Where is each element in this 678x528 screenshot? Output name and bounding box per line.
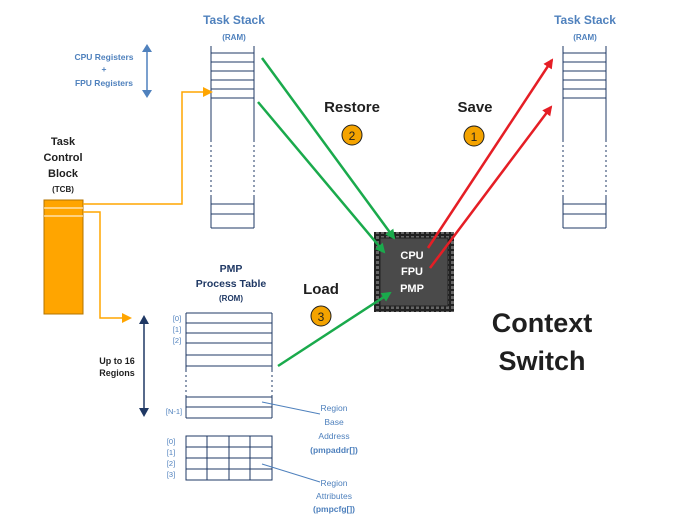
restore-badge: 2 [341,124,363,146]
chip-cpu-label: CPU [400,250,423,262]
region-base-callout [261,401,321,415]
region-attr-line1: Region [321,478,348,488]
registers-range-arrow [142,44,152,98]
load-badge: 3 [310,305,332,327]
load-arrow [277,291,392,368]
pmp-index-n-1: [N-1] [166,407,182,416]
region-base-line2: Base [324,417,344,427]
region-base-line3: Address [318,431,349,441]
cfg-index-1: [1] [167,448,175,457]
restore-arrow-2 [257,101,386,254]
tcb-to-stack-link [83,87,213,205]
pmp-title-line2: Process Table [196,278,267,290]
headline-line1: Context [492,308,593,338]
regions-line2: Regions [99,368,135,378]
load-label: Load [303,281,339,298]
tcb-to-pmp-link [83,211,132,323]
load-badge-number: 3 [318,310,325,324]
cfg-index-0: [0] [167,437,175,446]
cfg-index-2: [2] [167,459,175,468]
cfg-index-3: [3] [167,470,175,479]
chip-fpu-label: FPU [401,266,423,278]
right-stack-subtitle: (RAM) [573,33,597,42]
registers-line3: FPU Registers [75,78,133,88]
region-base-line4: (pmpaddr[]) [310,445,358,455]
headline-line2: Switch [498,346,585,376]
right-stack-title: Task Stack [554,13,616,27]
left-stack-title: Task Stack [203,13,265,27]
region-attr-line3: (pmpcfg[]) [313,504,355,514]
regions-line1: Up to 16 [99,356,135,366]
tcb-line3: Block [48,168,79,180]
tcb-line1: Task [51,136,76,148]
save-label: Save [457,99,492,116]
restore-arrow-1 [260,57,396,240]
save-arrow-2 [429,105,553,269]
pmp-index-2: [2] [173,336,181,345]
tcb-block [43,199,84,315]
save-arrow-1 [426,58,554,249]
restore-label: Restore [324,99,380,116]
tcb-line4: (TCB) [52,185,74,194]
pmp-title-line1: PMP [220,263,243,275]
right-stack [562,46,607,229]
region-attr-callout [261,463,321,483]
region-base-line1: Region [321,403,348,413]
pmp-table [185,312,273,419]
tcb-line2: Control [43,152,82,164]
registers-line1: CPU Registers [74,52,133,62]
chip-pmp-label: PMP [400,283,424,295]
pmp-index-1: [1] [173,325,181,334]
left-stack-subtitle: (RAM) [222,33,246,42]
pmp-index-0: [0] [173,314,181,323]
regions-range-arrow [139,315,149,417]
left-stack [210,46,255,229]
save-badge-number: 1 [471,130,478,144]
pmp-title-line3: (ROM) [219,294,243,303]
save-badge: 1 [463,125,485,147]
cpu-chip: CPU FPU PMP [374,232,454,312]
registers-line2: + [102,64,107,74]
pmpcfg-grid [185,435,273,481]
restore-badge-number: 2 [349,129,356,143]
region-attr-line2: Attributes [316,491,352,501]
